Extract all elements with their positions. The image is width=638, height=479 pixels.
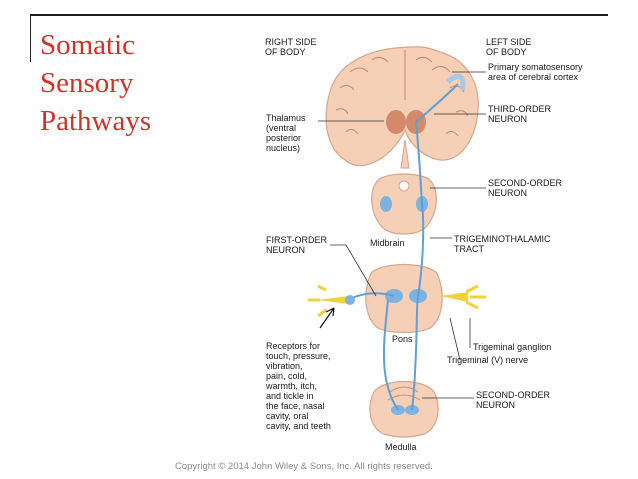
ganglion-left-branches — [465, 284, 486, 310]
label-primary-cortex: Primary somatosensory area of cerebral c… — [488, 62, 585, 82]
label-thalamus: Thalamus (ventral posterior nucleus) — [266, 113, 308, 153]
ganglion-right-branches — [308, 284, 327, 318]
neuron-pathways — [351, 83, 459, 411]
first-order-axon — [351, 292, 395, 299]
title-line-3: Pathways — [40, 105, 152, 137]
ganglion-left — [440, 292, 468, 302]
title-rule — [30, 14, 608, 16]
third-order-axon — [415, 83, 459, 123]
label-third-order: THIRD-ORDER NEURON — [488, 104, 554, 124]
midbrain-nucleus-right — [380, 196, 392, 212]
label-trigeminal-ganglion: Trigeminal ganglion — [473, 342, 551, 352]
slide-title: Somatic Sensory Pathways — [40, 26, 220, 140]
label-right-side: RIGHT SIDE OF BODY — [265, 37, 319, 57]
thalamus-right — [386, 110, 406, 134]
copyright-notice: Copyright © 2014 John Wiley & Sons, Inc.… — [175, 461, 433, 472]
cortex-projection — [446, 73, 466, 91]
left-rule — [30, 14, 31, 62]
pons-section — [365, 263, 443, 334]
cortex-folds — [335, 56, 469, 137]
label-midbrain: Midbrain — [370, 238, 405, 248]
title-line-2: Sensory — [40, 67, 134, 99]
label-left-side: LEFT SIDE OF BODY — [486, 37, 534, 57]
midbrain-aqueduct — [398, 180, 410, 192]
label-second-order-upper: SECOND-ORDER NEURON — [488, 178, 565, 198]
label-trigeminal-nerve: Trigeminal (V) nerve — [447, 355, 528, 365]
title-line-1: Somatic — [40, 29, 136, 61]
pons-shape — [365, 263, 443, 334]
leader-trigeminal-nerve — [449, 317, 461, 361]
medulla-section — [369, 381, 439, 438]
trigeminal-ganglia — [308, 284, 486, 318]
label-first-order: FIRST-ORDER NEURON — [266, 235, 330, 255]
leader-lines — [318, 71, 486, 399]
first-order-cell-body — [345, 295, 355, 305]
leader-first-order — [330, 244, 377, 297]
label-medulla: Medulla — [385, 442, 417, 452]
brainstem-stalk — [400, 139, 410, 169]
label-pons: Pons — [392, 334, 413, 344]
second-order-tract — [415, 121, 425, 297]
label-second-order-lower: SECOND-ORDER NEURON — [476, 390, 553, 410]
receptor-arrow-icon — [319, 307, 335, 329]
midbrain-section — [371, 173, 437, 235]
cerebrum — [325, 46, 479, 167]
cerebrum-section — [325, 46, 479, 169]
label-receptors: Receptors for touch, pressure, vibration… — [265, 341, 333, 431]
ganglion-right — [318, 296, 348, 304]
trigeminal-crossing — [411, 295, 419, 411]
label-trigeminothalamic: TRIGEMINOTHALAMIC TRACT — [454, 234, 553, 254]
medulla-folds — [387, 386, 421, 401]
first-order-descending — [382, 299, 399, 411]
